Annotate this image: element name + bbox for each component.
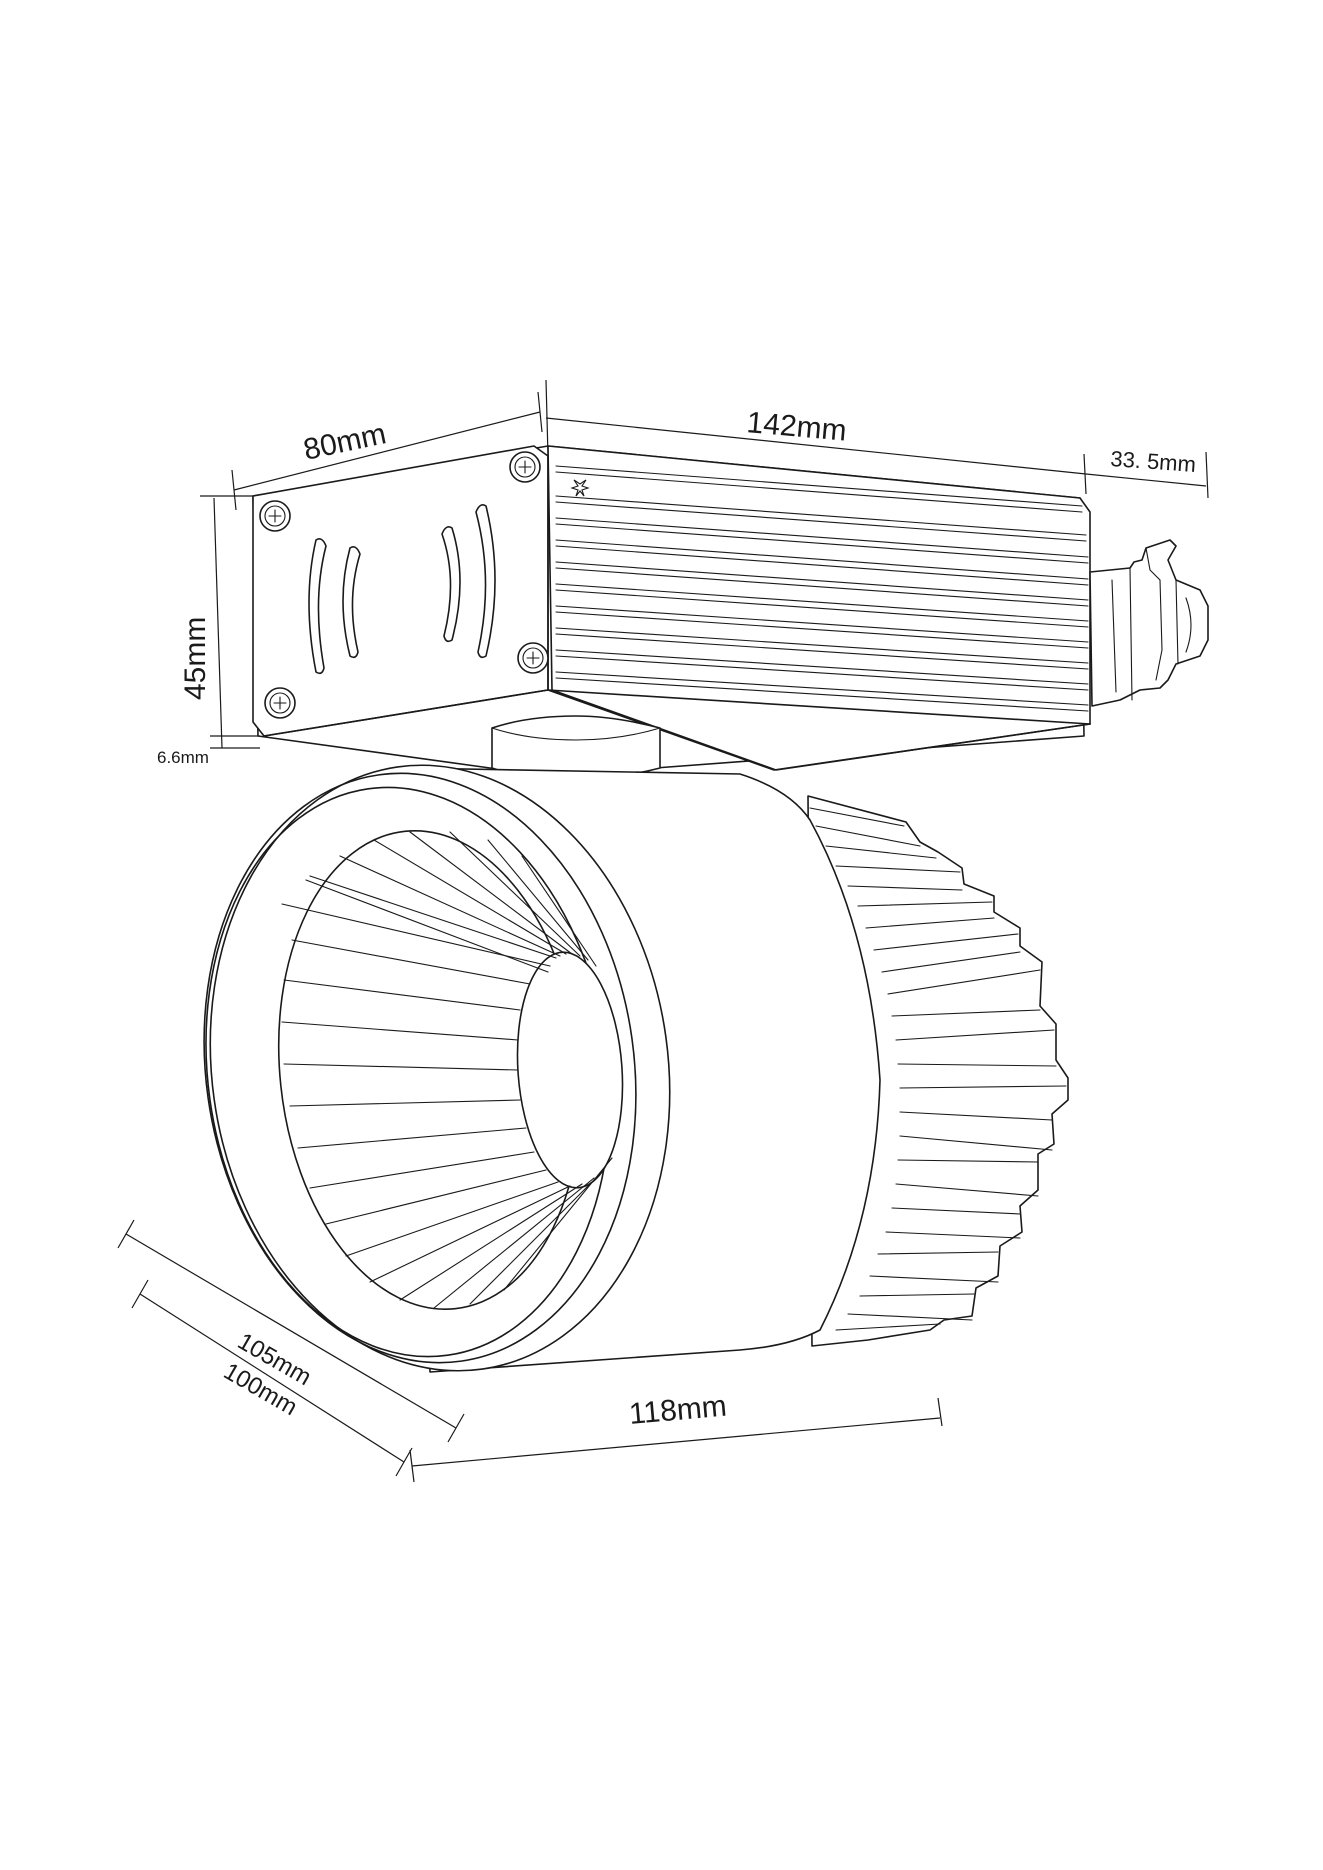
dim-label-connector: 33. 5mm: [1110, 446, 1197, 477]
track-connector: [1089, 539, 1209, 707]
dim-label-width-top: 80mm: [301, 417, 389, 467]
track-adapter-box: [252, 445, 1209, 781]
dim-label-offset: 6.6mm: [157, 748, 209, 767]
dimension-lines: [117, 379, 1209, 1483]
adapter-cooling-fins: [555, 465, 1089, 712]
dim-label-height: 45mm: [179, 617, 212, 700]
screw-icon: [517, 642, 549, 674]
reflector-ribs: [281, 831, 613, 1309]
screw-icon: [509, 451, 541, 483]
led-chip: [516, 951, 624, 1189]
lamp-head: [203, 764, 1069, 1373]
dim-label-length: 142mm: [745, 406, 848, 448]
ground-mark-icon: [570, 479, 590, 497]
dim-label-depth: 118mm: [628, 1390, 728, 1431]
screw-icon: [264, 687, 296, 719]
heat-sink-fins: [807, 795, 1069, 1347]
vent-slots: [308, 504, 496, 675]
screw-icon: [259, 500, 291, 532]
